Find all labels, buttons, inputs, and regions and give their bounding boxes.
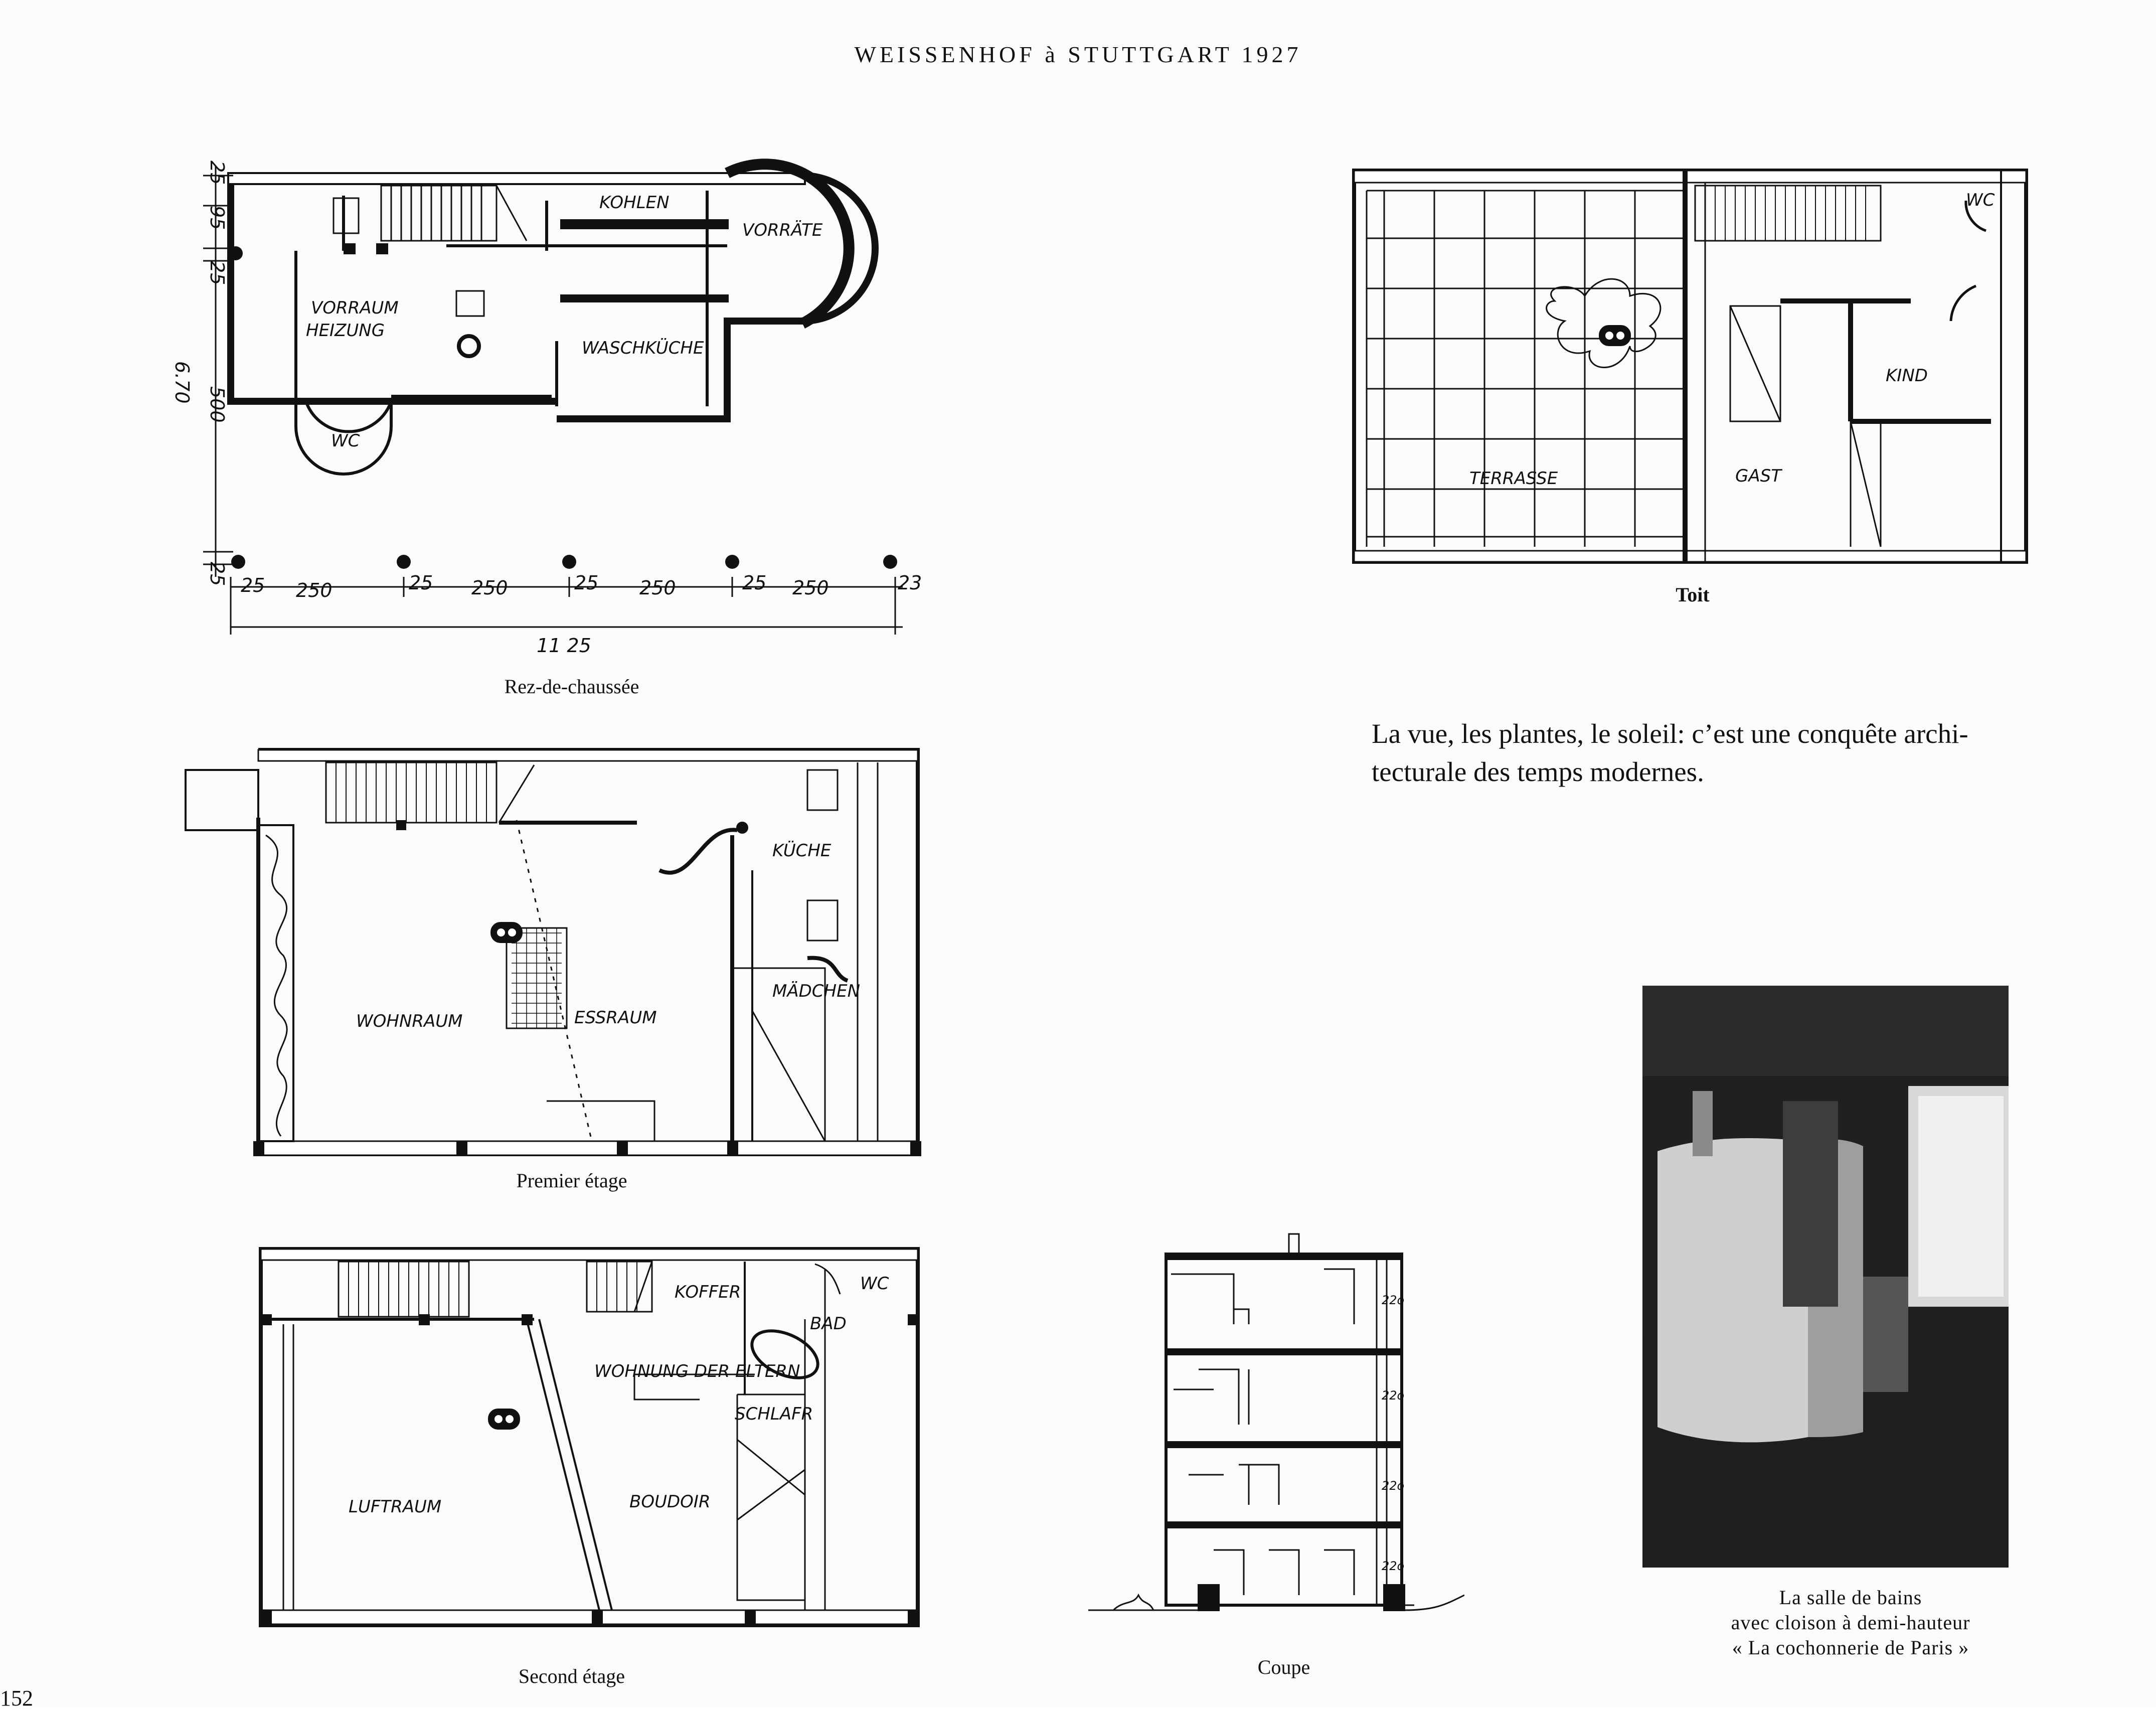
room-wc-roof: WC	[1966, 190, 1995, 210]
room-essraum: ESSRAUM	[574, 1008, 657, 1028]
caption-ground-floor: Rez-de-chaussée	[504, 675, 639, 698]
room-terrasse: TERRASSE	[1469, 469, 1558, 489]
roof-plan: WC KIND TERRASSE GAST	[1352, 169, 2028, 564]
caption-section: Coupe	[1257, 1656, 1310, 1678]
dim-total-width: 11 25	[537, 635, 591, 657]
page-header: WEISSENHOF à STUTTGART 1927	[854, 42, 1302, 67]
room-wohnung-der-eltern: WOHNUNG DER ELTERN	[594, 1361, 800, 1381]
photo-caption: La salle de bains avec cloison à demi-ha…	[1630, 1585, 2071, 1660]
dim-bottom-9: 23	[898, 572, 922, 594]
quote-line-2: tecturale des temps modernes.	[1372, 756, 1704, 787]
room-heizung: HEIZUNG	[306, 321, 385, 341]
room-bad: BAD	[810, 1314, 847, 1334]
room-vorraum: VORRAUM	[311, 298, 399, 318]
dim-bottom-7: 25	[742, 572, 766, 594]
section-drawing: 22o 22o 22o 22o	[1088, 1233, 1464, 1611]
dim-left-5: 25	[206, 562, 228, 586]
second-floor-plan: KOFFER WC BAD WOHNUNG DER ELTERN SCHLAFR…	[259, 1247, 920, 1627]
bathroom-photo-image	[1642, 986, 2009, 1568]
section-dim-2: 22o	[1382, 1388, 1404, 1403]
room-schlafr: SCHLAFR	[735, 1404, 813, 1424]
room-gast: GAST	[1735, 466, 1782, 486]
room-wc-second: WC	[860, 1274, 889, 1294]
dim-bottom-2: 250	[296, 579, 333, 601]
bathroom-photo	[1642, 986, 2009, 1568]
caption-second-floor: Second étage	[518, 1665, 625, 1687]
dim-bottom-3: 25	[409, 572, 433, 594]
quote-text: La vue, les plantes, le soleil: c’est un…	[1372, 715, 2039, 791]
room-waschkueche: WASCHKÜCHE	[582, 338, 704, 358]
room-maedchen: MÄDCHEN	[772, 981, 860, 1001]
page-number: 152	[0, 1686, 33, 1710]
section-dim-1: 22o	[1382, 1293, 1404, 1307]
dim-left-4: 500	[206, 386, 228, 423]
dim-left-2: 95	[206, 206, 228, 230]
room-luftraum: LUFTRAUM	[349, 1497, 441, 1517]
dim-total-height: 6.70	[171, 361, 193, 404]
room-kueche: KÜCHE	[772, 840, 832, 861]
section-dim-3: 22o	[1382, 1479, 1404, 1493]
caption-roof: Toit	[1676, 583, 1710, 606]
dim-left-3: 25	[206, 261, 228, 285]
dim-bottom-4: 250	[471, 577, 508, 599]
photo-caption-line-1: La salle de bains	[1779, 1586, 1922, 1609]
dim-bottom-8: 250	[792, 577, 829, 599]
room-boudoir: BOUDOIR	[629, 1492, 711, 1512]
quote-line-1: La vue, les plantes, le soleil: c’est un…	[1372, 718, 1968, 749]
dim-bottom-1: 25	[241, 574, 265, 596]
section-dim-4: 22o	[1382, 1559, 1404, 1573]
room-vorraete: VORRÄTE	[742, 220, 823, 240]
caption-first-floor: Premier étage	[516, 1169, 627, 1192]
photo-caption-line-2: avec cloison à demi-hauteur	[1731, 1611, 1970, 1634]
dim-bottom-6: 250	[639, 577, 676, 599]
dim-left-1: 25	[206, 161, 228, 185]
room-kind: KIND	[1886, 366, 1928, 386]
dim-bottom-5: 25	[574, 572, 598, 594]
first-floor-plan: KÜCHE MÄDCHEN WOHNRAUM ESSRAUM	[185, 748, 921, 1156]
room-koffer: KOFFER	[675, 1282, 741, 1302]
photo-caption-line-3: « La cochonnerie de Paris »	[1732, 1636, 1969, 1659]
ground-floor-plan: KOHLEN VORRÄTE VORRAUM HEIZUNG WASCHKÜCH…	[171, 159, 922, 657]
room-wohnraum: WOHNRAUM	[356, 1011, 462, 1031]
room-wc: WC	[331, 431, 360, 451]
room-kohlen: KOHLEN	[599, 193, 670, 213]
